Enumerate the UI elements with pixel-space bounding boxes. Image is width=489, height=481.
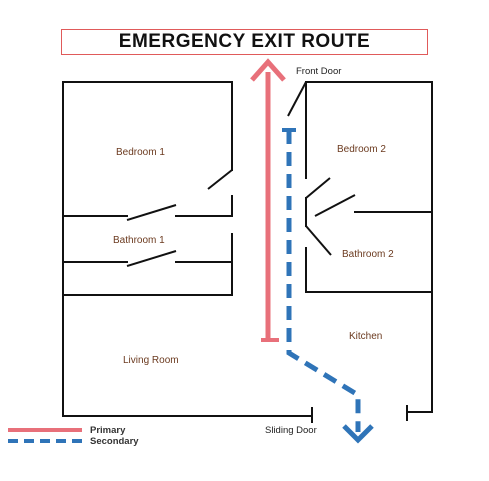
legend: Primary Secondary [8,425,139,447]
front-door-label: Front Door [296,66,341,77]
bedroom2-label: Bedroom 2 [337,144,386,155]
secondary-route-arrowhead [342,424,374,444]
bedroom2-door-b [314,194,356,217]
bedroom2-door [305,177,331,199]
bathroom1-door-top [126,204,177,221]
bedroom1-label: Bedroom 1 [116,147,165,158]
primary-route-arrowhead [250,58,286,82]
primary-route [250,58,286,342]
living-room-label: Living Room [123,355,179,366]
bedroom1-door [207,169,233,190]
legend-secondary-label: Secondary [90,436,139,447]
left-outer-wall [62,81,313,417]
bathroom2-label: Bathroom 2 [342,249,394,260]
bathroom2-door [305,225,332,256]
title-banner: EMERGENCY EXIT ROUTE [61,29,428,55]
bathroom1-label: Bathroom 1 [113,235,165,246]
walls [62,81,433,423]
bathroom1-door-bottom [126,250,177,267]
page-title: EMERGENCY EXIT ROUTE [118,31,371,52]
doors [126,81,356,267]
kitchen-label: Kitchen [349,331,382,342]
sliding-door-label: Sliding Door [265,425,317,436]
front-door [287,81,307,117]
secondary-route [282,128,374,444]
secondary-route-line [286,130,361,432]
legend-primary-label: Primary [90,425,126,436]
